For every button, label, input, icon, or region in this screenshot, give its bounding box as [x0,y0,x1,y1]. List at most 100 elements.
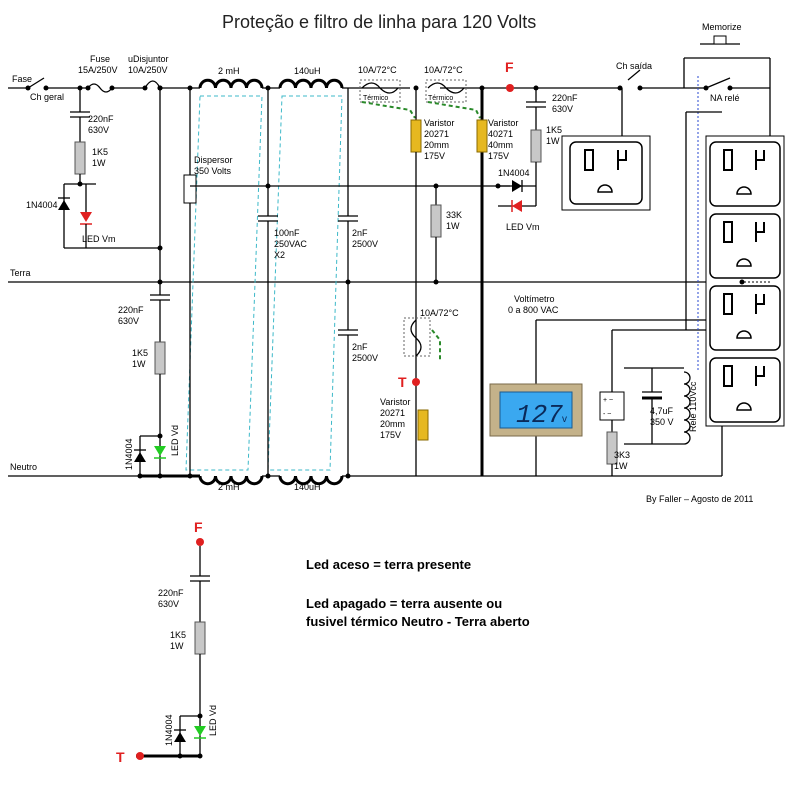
left-indicator-branch: 220nF 630V 1K5 1W 1N4004 LED Vm [26,85,163,251]
svg-text:Dispersor: Dispersor [194,155,233,165]
fuse-15a: Fuse 15A/250V [78,54,118,93]
svg-text:Varistor: Varistor [488,118,518,128]
svg-text:1N4004: 1N4004 [498,168,530,178]
svg-text:Relé 110Vcc: Relé 110Vcc [688,381,698,432]
svg-text:1W: 1W [92,158,106,168]
svg-text:1N4004: 1N4004 [164,714,174,746]
svg-text:20271: 20271 [380,408,405,418]
svg-text:220nF: 220nF [552,93,578,103]
inductor-2mh-top: 2 mH [198,66,264,89]
outlet-single [561,135,651,211]
voltmeter: 127 v Voltímetro 0 a 800 VAC [489,294,722,476]
svg-text:LED Vm: LED Vm [82,234,116,244]
thermal-fuse-2: 10A/72°C Térmico [424,65,481,119]
svg-text:630V: 630V [552,104,573,114]
svg-text:1W: 1W [170,641,184,651]
svg-text:4,7uF: 4,7uF [650,406,674,416]
svg-text:1W: 1W [614,461,628,471]
thermal-fuse-1: 10A/72°C Térmico [358,65,416,119]
svg-text:630V: 630V [158,599,179,609]
svg-text:250VAC: 250VAC [274,239,307,249]
sub-diagram: F T 220nF 630V 1K5 1W 1N4004 LED Vd [116,519,218,765]
svg-text:1W: 1W [546,136,560,146]
terra-indicator-branch: 220nF 630V 1K5 1W 1N4004 LED Vd [118,248,180,479]
svg-text:1K5: 1K5 [170,630,186,640]
svg-text:2 mH: 2 mH [218,66,240,76]
relay-driver: + ~ - ~ 4,7uF 350 V 3K3 1W Relé 110Vcc [599,329,722,476]
svg-text:v: v [562,414,567,425]
varistor-40271: Varistor 40271 40mm 175V [476,85,518,476]
svg-text:140uH: 140uH [294,66,321,76]
label-ch-geral: Ch geral [30,92,64,102]
svg-text:350 V: 350 V [650,417,674,427]
svg-text:1W: 1W [446,221,460,231]
svg-text:40mm: 40mm [488,140,513,150]
svg-text:3K3: 3K3 [614,450,630,460]
svg-text:20mm: 20mm [424,140,449,150]
note-led-off-1: Led apagado = terra ausente ou [306,596,502,611]
svg-text:630V: 630V [118,316,139,326]
svg-text:2500V: 2500V [352,239,378,249]
svg-text:10A/250V: 10A/250V [128,65,168,75]
svg-text:- ~: - ~ [603,411,611,418]
svg-text:10A/72°C: 10A/72°C [358,65,397,75]
svg-text:uDisjuntor: uDisjuntor [128,54,169,64]
breaker-10a: uDisjuntor 10A/250V [128,54,169,91]
point-t-label: T [398,374,407,390]
svg-text:Varistor: Varistor [380,397,410,407]
svg-text:Memorize: Memorize [702,22,742,32]
svg-text:Térmico: Térmico [363,95,388,102]
svg-text:20271: 20271 [424,129,449,139]
resistor-33k: 33K 1W [430,183,462,285]
inductor-140uh-bottom: 140uH [278,475,344,492]
svg-text:0 a 800 VAC: 0 a 800 VAC [508,305,559,315]
svg-text:1K5: 1K5 [92,147,108,157]
core-140uh [267,95,343,471]
outlet-socket-2 [709,213,781,279]
cap-2nf-pair: 2nF 2500V 2nF 2500V [338,88,378,479]
svg-text:X2: X2 [274,250,285,260]
svg-text:F: F [194,519,203,535]
svg-text:Voltímetro: Voltímetro [514,294,555,304]
svg-text:630V: 630V [88,125,109,135]
svg-text:15A/250V: 15A/250V [78,65,118,75]
inductor-2mh-bottom: 2 mH [198,475,264,492]
svg-text:Ch saída: Ch saída [616,61,652,71]
core-2mh [185,95,263,471]
svg-text:2nF: 2nF [352,228,368,238]
svg-text:220nF: 220nF [88,114,114,124]
svg-text:127: 127 [516,400,563,430]
outlet-socket-3 [709,285,781,351]
credit: By Faller – Agosto de 2011 [646,494,753,504]
point-f-label: F [505,59,514,75]
svg-text:1W: 1W [132,359,146,369]
outlet-socket-4 [709,357,781,423]
svg-text:10A/72°C: 10A/72°C [424,65,463,75]
svg-text:+ ~: + ~ [603,397,613,404]
svg-text:100nF: 100nF [274,228,300,238]
point-t [412,378,420,386]
svg-text:LED Vd: LED Vd [170,425,180,456]
svg-text:33K: 33K [446,210,462,220]
point-f [506,84,514,92]
label-neutro: Neutro [10,462,37,472]
svg-text:175V: 175V [488,151,509,161]
svg-text:220nF: 220nF [158,588,184,598]
inductor-140uh-top: 140uH [278,66,344,89]
svg-text:Varistor: Varistor [424,118,454,128]
note-led-on: Led aceso = terra presente [306,557,471,572]
right-indicator-branch: 220nF 630V 1K5 1W 1N4004 LED Vm [495,85,578,232]
svg-text:175V: 175V [380,430,401,440]
svg-text:175V: 175V [424,151,445,161]
page-title: Proteção e filtro de linha para 120 Volt… [222,12,536,32]
svg-text:10A/72°C: 10A/72°C [420,308,459,318]
svg-text:LED Vm: LED Vm [506,222,540,232]
label-terra: Terra [10,268,31,278]
varistor-20271-top: Varistor 20271 20mm 175V [410,85,454,476]
svg-text:220nF: 220nF [118,305,144,315]
svg-text:1N4004: 1N4004 [124,438,134,470]
outlet-strip [705,135,785,427]
svg-text:20mm: 20mm [380,419,405,429]
